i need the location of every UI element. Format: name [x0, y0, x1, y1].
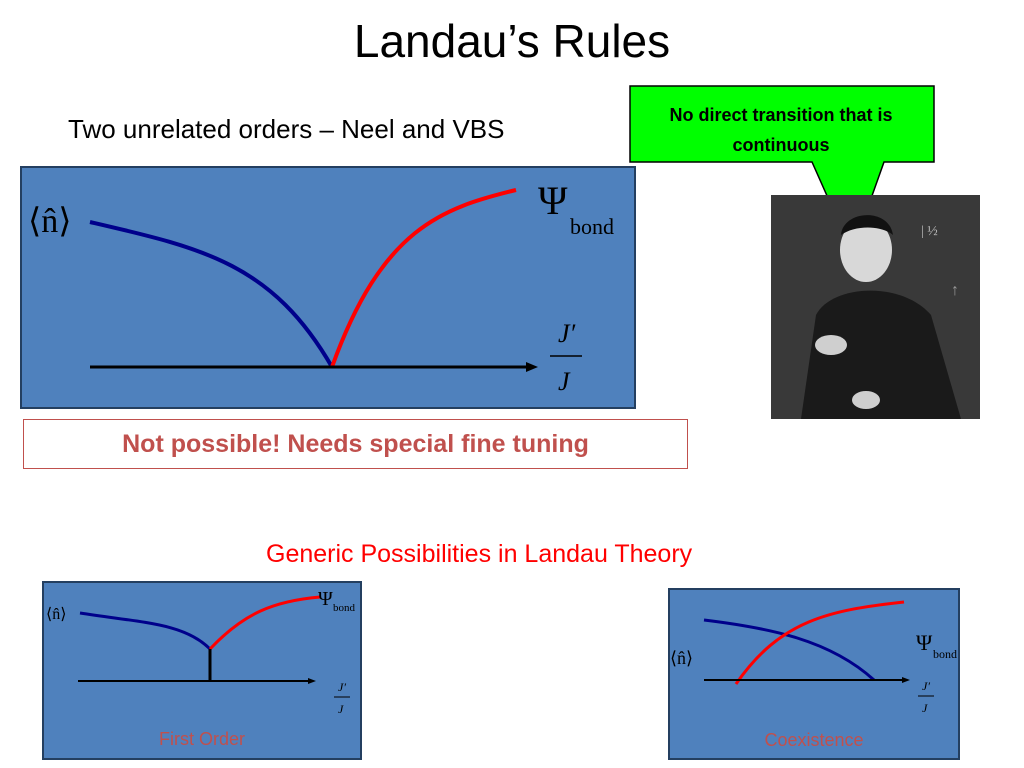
x-axis-arrow — [902, 677, 910, 683]
warning-box: Not possible! Needs special fine tuning — [23, 419, 688, 469]
axis-numerator: J′ — [922, 679, 930, 693]
lecturer-photo: | ½ ↑ 1 — [771, 195, 980, 419]
callout-text: No direct transition that is continuous — [669, 105, 893, 155]
neel-order-curve — [89, 220, 334, 369]
axis-denominator: J — [338, 702, 344, 716]
generic-possibilities-heading: Generic Possibilities in Landau Theory — [266, 540, 693, 568]
svg-text:| ½: | ½ — [921, 224, 938, 239]
vbs-order-curve — [208, 595, 321, 651]
axis-denominator: J — [558, 367, 571, 396]
first-order-diagram: ⟨n̂⟩ Ψ bond J′ J First Order — [42, 581, 362, 760]
neel-order-label: ⟨n̂⟩ — [46, 606, 66, 623]
coexistence-caption: Coexistence — [764, 730, 864, 750]
vbs-order-symbol: Ψ — [318, 588, 333, 610]
neel-order-curve — [703, 618, 876, 682]
coexistence-diagram: ⟨n̂⟩ Ψ bond J′ J Coexistence — [668, 588, 960, 760]
vbs-order-subscript: bond — [933, 647, 957, 661]
first-order-caption: First Order — [158, 729, 245, 749]
neel-order-label: ⟨n̂⟩ — [670, 648, 693, 668]
slide-title: Landau’s Rules — [353, 15, 671, 67]
vbs-order-symbol: Ψ — [538, 178, 568, 223]
vbs-order-subscript: bond — [333, 602, 356, 614]
slide-subtitle: Two unrelated orders – Neel and VBS — [68, 114, 505, 144]
x-axis-arrow — [308, 678, 316, 684]
axis-numerator: J′ — [558, 319, 576, 348]
svg-text:↑: ↑ — [951, 282, 959, 299]
axis-numerator: J′ — [338, 680, 346, 694]
vbs-order-symbol: Ψ — [916, 630, 933, 655]
axis-denominator: J — [922, 701, 928, 715]
vbs-order-subscript: bond — [570, 214, 614, 239]
neel-order-label: ⟨n̂⟩ — [28, 203, 72, 240]
neel-order-curve — [79, 611, 212, 651]
vbs-order-curve — [734, 600, 905, 685]
x-axis-arrow — [526, 362, 538, 372]
vbs-order-curve — [330, 188, 517, 368]
main-phase-diagram: ⟨n̂⟩ Ψ bond J′ J — [20, 166, 636, 409]
